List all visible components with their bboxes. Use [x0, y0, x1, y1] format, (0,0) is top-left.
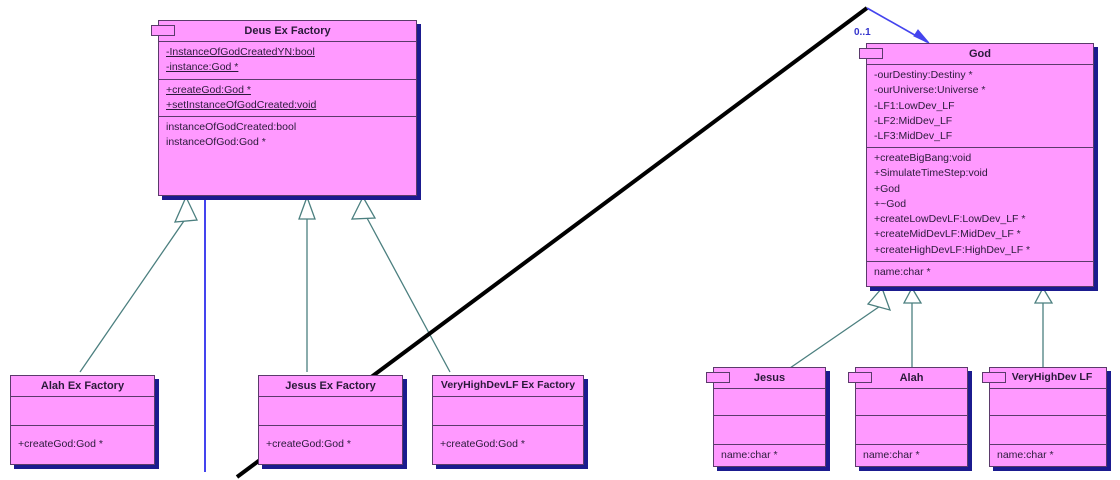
class-attributes-alah-ex-factory: [11, 397, 154, 425]
generalization-veryhigh-factory-to-deus: [366, 217, 451, 373]
class-operations-alah-ex-factory: +createGod:God *: [11, 426, 154, 455]
class-extra-row: name:char *: [721, 449, 778, 462]
class-separator: [856, 415, 967, 417]
class-attribute-row: -InstanceOfGodCreatedYN:bool: [166, 46, 315, 59]
class-title-alah: Alah: [899, 372, 924, 384]
class-separator: [867, 147, 1093, 149]
class-tab-icon-god: [859, 48, 883, 59]
class-attribute-row: -instance:God *: [166, 61, 239, 74]
class-separator: [990, 443, 1106, 445]
class-operations-jesus-ex-factory: +createGod:God *: [259, 426, 402, 455]
class-box-alah-ex-factory[interactable]: Alah Ex Factory +createGod:God *: [10, 375, 155, 465]
class-attribute-row: -ourUniverse:Universe *: [874, 84, 986, 97]
class-operation-row: +SimulateTimeStep:void: [874, 167, 988, 180]
class-box-jesus-ex-factory[interactable]: Jesus Ex Factory +createGod:God *: [258, 375, 403, 465]
class-box-veryhighdevlf-ex-factory[interactable]: VeryHighDevLF Ex Factory +createGod:God …: [432, 375, 584, 465]
class-separator: [856, 388, 967, 390]
class-extra-row: name:char *: [863, 449, 920, 462]
generalization-arrowhead-veryhighdevlf: [1033, 286, 1054, 304]
class-title-jesus: Jesus: [753, 372, 786, 384]
class-operations-alah: [856, 416, 967, 444]
class-title-god: God: [969, 48, 991, 60]
class-attributes-alah: [856, 389, 967, 415]
class-box-alah[interactable]: Alah name:char *: [848, 367, 968, 467]
generalization-arrowhead-alah: [902, 286, 923, 304]
class-title-alah-ex-factory: Alah Ex Factory: [40, 380, 125, 392]
class-extra-god: name:char *: [867, 262, 1093, 283]
class-box-veryhighdev-lf[interactable]: VeryHighDev LF name:char *: [982, 367, 1107, 467]
class-attributes-jesus-ex-factory: [259, 397, 402, 425]
class-attributes-deus-ex-factory: -InstanceOfGodCreatedYN:bool -instance:G…: [159, 42, 416, 78]
class-operation-row: +createLowDevLF:LowDev_LF *: [874, 213, 1026, 226]
class-tab-icon-jesus: [706, 372, 730, 383]
class-attributes-jesus: [714, 389, 825, 415]
class-separator: [867, 64, 1093, 66]
class-operation-row: +createMidDevLF:MidDev_LF *: [874, 228, 1021, 241]
class-attribute-row: -LF1:LowDev_LF: [874, 99, 955, 112]
class-operations-veryhighdev-lf: [990, 416, 1106, 444]
class-operations-god: +createBigBang:void +SimulateTimeStep:vo…: [867, 148, 1093, 261]
class-box-deus-ex-factory[interactable]: Deus Ex Factory -InstanceOfGodCreatedYN:…: [151, 20, 417, 196]
class-operation-row: +createGod:God *: [18, 438, 103, 451]
class-operation-row: +createGod:God *: [440, 437, 525, 450]
class-operations-jesus: [714, 416, 825, 444]
class-operation-row: +createGod:God *: [266, 438, 351, 451]
generalization-arrowhead-jesus-factory: [298, 195, 316, 220]
class-extra-veryhighdev-lf: name:char *: [990, 445, 1106, 466]
class-title-deus-ex-factory: Deus Ex Factory: [244, 25, 331, 37]
class-title-jesus-ex-factory: Jesus Ex Factory: [285, 380, 376, 392]
class-separator: [867, 260, 1093, 262]
class-attribute-row: -ourDestiny:Destiny *: [874, 69, 973, 82]
class-attributes-god: -ourDestiny:Destiny * -ourUniverse:Unive…: [867, 65, 1093, 147]
class-attribute-row: -LF3:MidDev_LF: [874, 129, 953, 142]
generalization-arrowhead-alah-factory: [173, 195, 198, 223]
class-tab-icon-veryhighdev-lf: [982, 372, 1006, 383]
class-separator: [990, 387, 1106, 389]
class-attribute-row: -LF2:MidDev_LF: [874, 114, 953, 127]
class-operation-row: +createGod:God *: [166, 83, 251, 96]
class-attributes-veryhighdev-lf: [990, 389, 1106, 415]
class-operation-row: +createBigBang:void: [874, 152, 972, 165]
class-separator: [990, 414, 1106, 416]
class-box-god[interactable]: God -ourDestiny:Destiny * -ourUniverse:U…: [859, 43, 1094, 287]
class-operation-row: +setInstanceOfGodCreated:void: [166, 98, 317, 111]
class-separator: [11, 396, 154, 398]
generalization-arrowhead-veryhigh-factory: [350, 195, 377, 220]
class-extra-jesus: name:char *: [714, 445, 825, 466]
class-operation-row: +God: [874, 182, 900, 195]
class-title-veryhighdevlf-ex-factory: VeryHighDevLF Ex Factory: [440, 379, 576, 391]
class-separator: [11, 425, 154, 427]
class-extra-row: name:char *: [874, 265, 931, 278]
class-extra-alah: name:char *: [856, 445, 967, 466]
class-extra-deus-ex-factory: instanceOfGodCreated:bool instanceOfGod:…: [159, 117, 416, 153]
class-operation-row: +~God: [874, 197, 907, 210]
class-separator: [856, 444, 967, 446]
class-operations-veryhighdevlf-ex-factory: +createGod:God *: [433, 426, 583, 455]
generalization-jesus-to-god: [789, 301, 887, 369]
class-box-jesus[interactable]: Jesus name:char *: [706, 367, 826, 467]
generalization-arrowhead-jesus: [866, 286, 892, 311]
generalization-alah-factory-to-deus: [79, 217, 187, 373]
association-arrow-to-god: [866, 7, 930, 44]
class-extra-row: instanceOfGodCreated:bool: [166, 120, 297, 133]
class-operations-deus-ex-factory: +createGod:God * +setInstanceOfGodCreate…: [159, 80, 416, 116]
class-extra-row: instanceOfGod:God *: [166, 136, 266, 149]
class-tab-icon-deus-ex-factory: [151, 25, 175, 36]
class-title-veryhighdev-lf: VeryHighDev LF: [1011, 371, 1093, 383]
multiplicity-label-0-1: 0..1: [854, 27, 871, 38]
class-tab-icon-alah: [848, 372, 872, 383]
class-extra-row: name:char *: [997, 448, 1054, 461]
class-operation-row: +createHighDevLF:HighDev_LF *: [874, 243, 1031, 256]
class-attributes-veryhighdevlf-ex-factory: [433, 397, 583, 425]
